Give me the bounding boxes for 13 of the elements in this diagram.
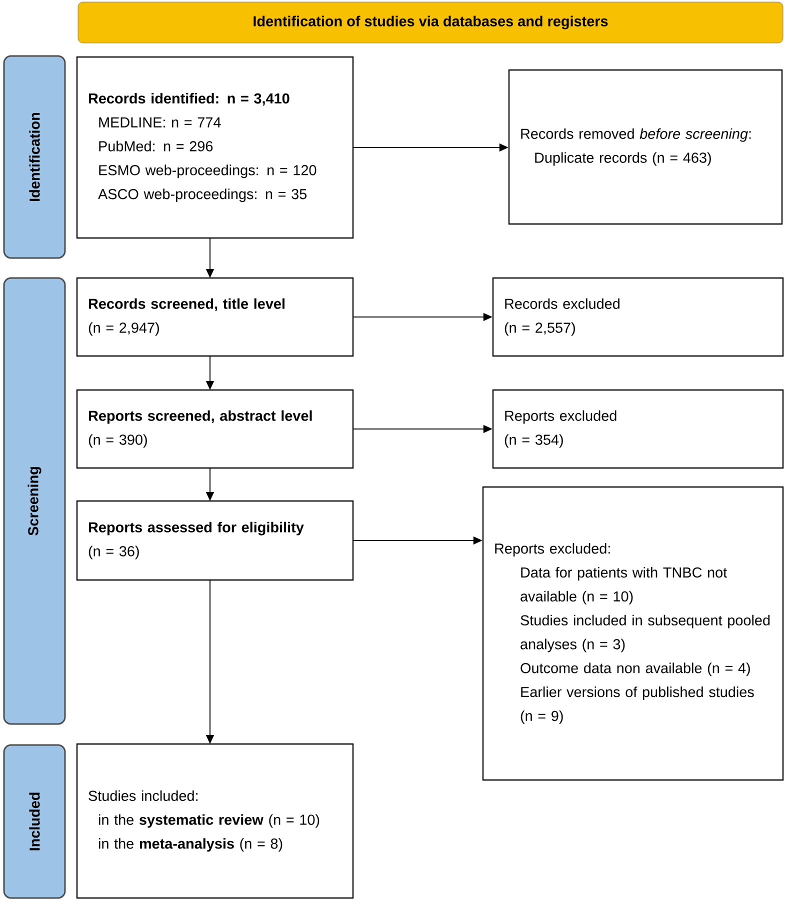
stage-band: Identification	[3, 55, 66, 259]
process-box: Records removed before screening: Duplicate records (n = 463)	[508, 69, 783, 225]
process-box: Reports screened, abstract level (n = 390)	[76, 389, 354, 469]
stage-band: Screening	[3, 277, 66, 725]
stage-band: Included	[3, 744, 66, 899]
process-box: Studies included: in the systematic review (n = 10) in the meta-analysis (n = 8)	[76, 743, 354, 899]
process-box: Reports assessed for eligibility (n = 36)	[76, 500, 354, 581]
process-box: Reports excluded (n = 354)	[492, 389, 784, 469]
process-box: Records screened, title level (n = 2,947)	[76, 277, 354, 357]
process-box: Records identified: n = 3,410 MEDLINE: n = 774 PubMed: n = 296 ESMO web-proceedings: n = 120 ASCO web-proceedings: n = 35	[76, 56, 354, 239]
process-box: Records excluded (n = 2,557)	[492, 277, 784, 357]
title-banner: Identification of studies via databases and registers	[78, 2, 784, 44]
process-box: Reports excluded: Data for patients with TNBC not available (n = 10) Studies included in subsequent pooled analyses (n = 3) Outcome data non available (n = 4) Earlier versions of published studies (n = 9)	[482, 486, 784, 781]
